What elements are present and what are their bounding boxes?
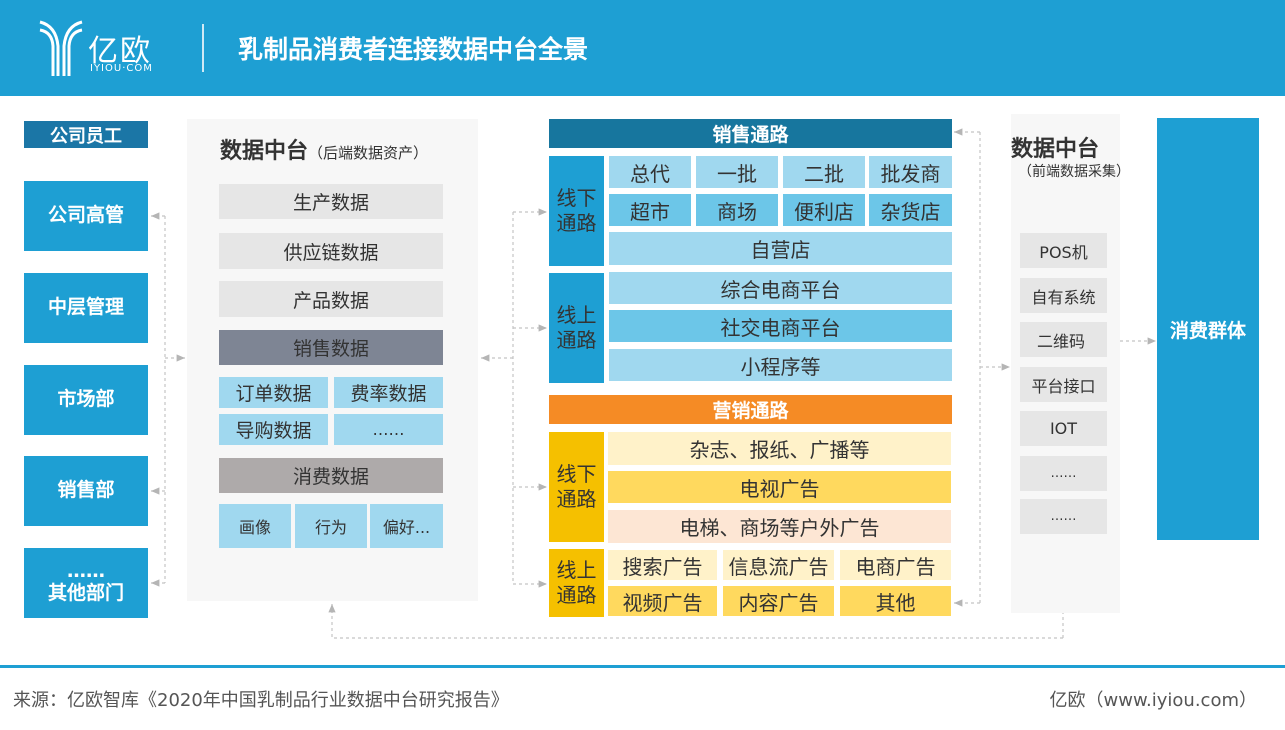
logo-subtext: IYIOU·COM bbox=[90, 63, 153, 74]
consumer-preference: 偏好... bbox=[370, 504, 443, 548]
header-divider bbox=[202, 24, 204, 72]
order-data: 订单数据 bbox=[219, 377, 328, 408]
label-line: 线下 bbox=[556, 462, 597, 486]
marketing-offline-cell: 杂志、报纸、广播等 bbox=[608, 432, 951, 465]
frontend-data-hub-panel bbox=[1011, 114, 1120, 613]
marketing-online-label: 线上通路 bbox=[549, 549, 604, 617]
marketing-online-cell: 视频广告 bbox=[608, 586, 717, 616]
consumer-data: 消费数据 bbox=[219, 458, 443, 493]
frontend-hub-subtitle: （前端数据采集） bbox=[1018, 164, 1130, 180]
label-line: 通路 bbox=[556, 487, 597, 511]
dept-middle-management: 中层管理 bbox=[24, 273, 148, 343]
sales-offline-cell: 二批 bbox=[783, 156, 865, 188]
sales-offline-cell: 超市 bbox=[609, 194, 691, 226]
consumer-profile: 画像 bbox=[219, 504, 291, 548]
sales-channels-header: 销售通路 bbox=[549, 119, 952, 148]
dept-marketing: 市场部 bbox=[24, 365, 148, 435]
dept-other-ellipsis: …… bbox=[67, 560, 105, 583]
sales-offline-cell: 一批 bbox=[696, 156, 778, 188]
dept-other-label: 其他部门 bbox=[47, 582, 124, 604]
sales-offline-cell: 便利店 bbox=[783, 194, 865, 226]
staff-header: 公司员工 bbox=[24, 121, 148, 148]
label-line: 通路 bbox=[556, 211, 597, 235]
marketing-offline-cell: 电梯、商场等户外广告 bbox=[608, 510, 951, 543]
sales-data-more: …… bbox=[334, 414, 443, 445]
dept-sales: 销售部 bbox=[24, 456, 148, 526]
marketing-offline-label: 线下通路 bbox=[549, 432, 604, 542]
frontend-item: …… bbox=[1020, 456, 1107, 491]
page-title: 乳制品消费者连接数据中台全景 bbox=[238, 35, 589, 64]
brand-text: 亿欧（www.iyiou.com） bbox=[1049, 690, 1257, 711]
frontend-item: 二维码 bbox=[1020, 322, 1107, 357]
dept-other: …… 其他部门 bbox=[24, 548, 148, 618]
frontend-item: 平台接口 bbox=[1020, 367, 1107, 402]
backend-hub-title-text: 数据中台 bbox=[220, 139, 309, 164]
sales-offline-cell: 杂货店 bbox=[869, 194, 952, 226]
label-line: 线下 bbox=[556, 186, 597, 210]
marketing-online-cell: 搜索广告 bbox=[608, 550, 717, 580]
label-line: 通路 bbox=[556, 328, 597, 352]
backend-hub-title: 数据中台（后端数据资产） bbox=[220, 133, 428, 165]
marketing-online-cell: 内容广告 bbox=[723, 586, 834, 616]
header-bar: 亿欧 IYIOU·COM 乳制品消费者连接数据中台全景 bbox=[0, 0, 1285, 96]
marketing-online-cell: 电商广告 bbox=[840, 550, 951, 580]
logo-text: 亿欧 bbox=[88, 34, 152, 69]
sales-online-label: 线上通路 bbox=[549, 273, 604, 383]
frontend-item: 自有系统 bbox=[1020, 278, 1107, 313]
sales-online-cell: 综合电商平台 bbox=[609, 272, 952, 304]
fee-rate-data: 费率数据 bbox=[334, 377, 443, 408]
marketing-online-cell: 其他 bbox=[840, 586, 951, 616]
sales-online-cell: 社交电商平台 bbox=[609, 310, 952, 342]
source-text: 来源：亿欧智库《2020年中国乳制品行业数据中台研究报告》 bbox=[13, 690, 509, 711]
sales-offline-label: 线下通路 bbox=[549, 156, 604, 266]
frontend-hub-title: 数据中台 bbox=[1011, 137, 1100, 162]
consumer-behavior: 行为 bbox=[295, 504, 367, 548]
sales-offline-cell: 总代 bbox=[609, 156, 691, 188]
product-data: 产品数据 bbox=[219, 281, 443, 317]
backend-hub-subtitle: （后端数据资产） bbox=[308, 144, 429, 162]
marketing-channels-header: 营销通路 bbox=[549, 395, 952, 424]
marketing-offline-cell: 电视广告 bbox=[608, 471, 951, 503]
iyiou-logo-icon bbox=[39, 20, 83, 76]
production-data: 生产数据 bbox=[219, 184, 443, 219]
sales-offline-cell: 商场 bbox=[696, 194, 778, 226]
shopping-guide-data: 导购数据 bbox=[219, 414, 328, 445]
sales-offline-cell: 批发商 bbox=[869, 156, 952, 188]
consumer-group: 消费群体 bbox=[1157, 118, 1259, 540]
sales-data: 销售数据 bbox=[219, 330, 443, 365]
dept-executives: 公司高管 bbox=[24, 181, 148, 251]
marketing-online-cell: 信息流广告 bbox=[723, 550, 834, 580]
frontend-item: …… bbox=[1020, 499, 1107, 534]
label-line: 通路 bbox=[556, 583, 597, 607]
frontend-item: POS机 bbox=[1020, 233, 1107, 268]
frontend-item: IOT bbox=[1020, 411, 1107, 446]
label-line: 线上 bbox=[556, 558, 597, 582]
sales-online-cell: 小程序等 bbox=[609, 349, 952, 381]
label-line: 线上 bbox=[556, 303, 597, 327]
footer-divider bbox=[0, 665, 1285, 668]
self-operated-store: 自营店 bbox=[609, 232, 952, 265]
supply-chain-data: 供应链数据 bbox=[219, 233, 443, 269]
